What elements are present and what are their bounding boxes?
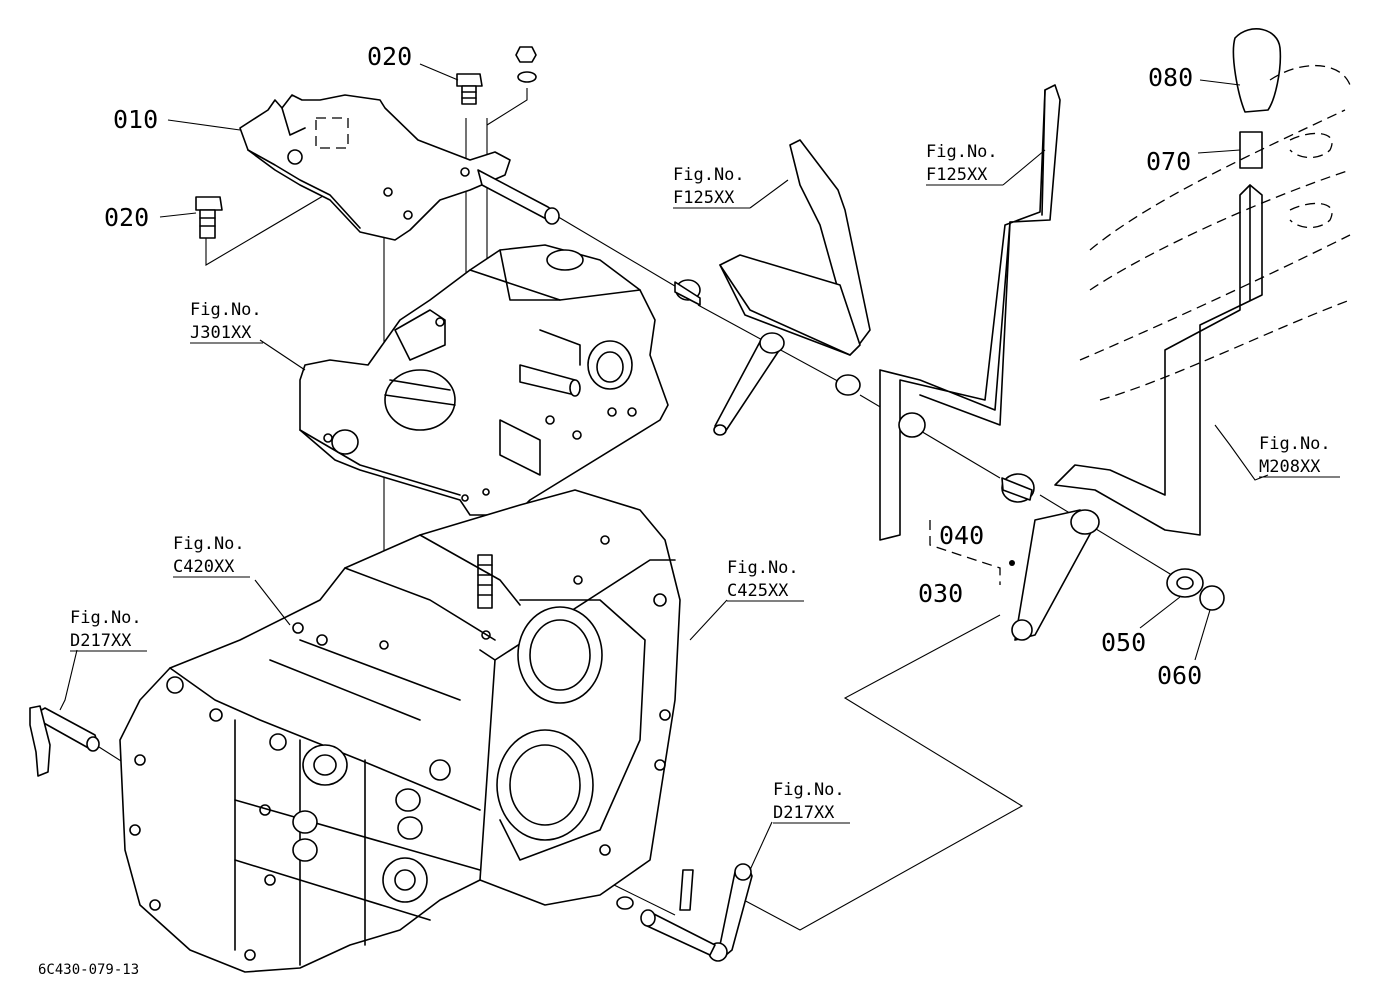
fig-code: J301XX	[190, 323, 252, 343]
lever-m208	[1011, 28, 1282, 641]
fig-ref-f125-middle: Fig.No. F125XX	[673, 165, 750, 209]
part-070-label: 070	[1146, 147, 1191, 176]
transmission-case	[119, 489, 681, 973]
bracket-plate-010	[239, 94, 560, 241]
part-080-label: 080	[1148, 63, 1193, 92]
fig-ref-d217-lower: Fig.No. D217XX	[773, 780, 850, 824]
fig-code: F125XX	[926, 165, 988, 185]
shift-fork-left	[29, 705, 100, 777]
part-010-label: 010	[113, 105, 158, 134]
fig-ref-j301: Fig.No. J301XX	[190, 300, 263, 344]
fig-code: M208XX	[1259, 457, 1321, 477]
part-020-label-left: 020	[104, 203, 149, 232]
fig-code: F125XX	[673, 188, 735, 208]
nut-washer	[515, 46, 537, 83]
part-040-label: 040	[939, 521, 984, 550]
svg-text:Fig.No.: Fig.No.	[673, 165, 745, 185]
part-030-label: 030	[918, 579, 963, 608]
fig-ref-c425: Fig.No. C425XX	[727, 558, 804, 602]
part-050-label: 050	[1101, 628, 1146, 657]
group-030-dot	[1009, 560, 1015, 566]
svg-text:Fig.No.: Fig.No.	[173, 534, 245, 554]
background-panel	[1079, 64, 1351, 401]
lever-f125-middle	[674, 139, 871, 436]
svg-text:Fig.No.: Fig.No.	[727, 558, 799, 578]
svg-text:Fig.No.: Fig.No.	[70, 608, 142, 628]
svg-text:Fig.No.: Fig.No.	[1259, 434, 1331, 454]
fig-code: C425XX	[727, 581, 789, 601]
fig-ref-d217-left: Fig.No. D217XX	[70, 608, 147, 652]
fig-ref-m208: Fig.No. M208XX	[1259, 434, 1340, 478]
part-060-label: 060	[1157, 661, 1202, 690]
bolt-020-left	[195, 196, 223, 239]
upper-housing	[299, 244, 669, 516]
fig-ref-f125-right: Fig.No. F125XX	[926, 142, 1003, 186]
part-020-label-top: 020	[367, 42, 412, 71]
lever-f125-right	[879, 84, 1061, 541]
fig-code: C420XX	[173, 557, 235, 577]
fig-code: D217XX	[70, 631, 132, 651]
drawing-code: 6C430-079-13	[38, 962, 139, 978]
svg-text:Fig.No.: Fig.No.	[926, 142, 998, 162]
svg-text:Fig.No.: Fig.No.	[773, 780, 845, 800]
bolt-020-top	[456, 73, 483, 105]
shift-lever-lower	[616, 863, 753, 962]
fig-code: D217XX	[773, 803, 835, 823]
group-030-bracket	[929, 520, 1001, 585]
svg-text:Fig.No.: Fig.No.	[190, 300, 262, 320]
fig-ref-c420: Fig.No. C420XX	[173, 534, 250, 578]
